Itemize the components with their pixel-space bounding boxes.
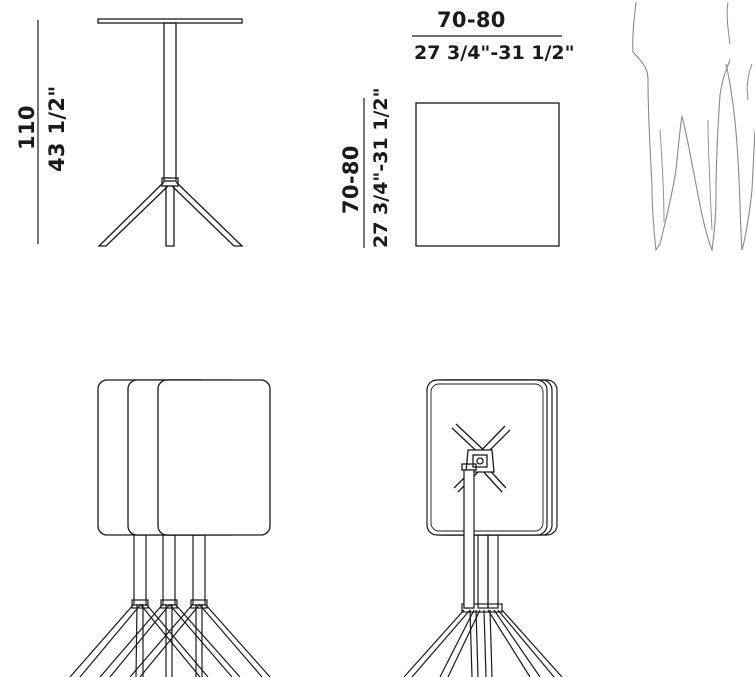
- front-folded-legs: [403, 603, 563, 677]
- folded-tables-front-view: [403, 379, 563, 677]
- front-top-inner-edge: [430, 383, 544, 532]
- front-main-column: [463, 469, 475, 609]
- table-top-plan-view: [415, 102, 560, 247]
- figure-outline-right: [725, 63, 755, 251]
- top-depth-dimension: 70-80 27 3/4"-31 1/2": [339, 87, 392, 248]
- folded-legs-side: [69, 599, 271, 677]
- height-cm-label: 110: [15, 105, 39, 150]
- top-depth-cm-label: 70-80: [339, 145, 363, 214]
- leg-right: [171, 181, 244, 247]
- figure-leg-crease: [659, 119, 713, 231]
- table-side-elevation: [97, 18, 244, 247]
- figure-outline-inner: [681, 59, 731, 253]
- leg-left: [97, 181, 169, 247]
- top-depth-in-label: 27 3/4"-31 1/2": [370, 87, 392, 248]
- table-column: [163, 22, 177, 182]
- folded-top-3: [157, 379, 271, 536]
- human-figure-sketch: [632, 1, 755, 253]
- folded-column-1: [133, 534, 147, 606]
- leg-hub: [161, 177, 179, 187]
- top-width-dimension: 70-80 27 3/4"-31 1/2": [412, 8, 575, 64]
- figure-hand-detail: [726, 1, 753, 101]
- folded-column-2: [162, 534, 176, 606]
- top-width-in-label: 27 3/4"-31 1/2": [414, 42, 575, 64]
- height-in-label: 43 1/2": [45, 86, 69, 172]
- folded-tables-side-view: [69, 379, 271, 677]
- height-dimension: 110 43 1/2": [15, 20, 69, 244]
- figure-outline-left: [632, 1, 683, 252]
- leg-center: [165, 186, 175, 247]
- folded-column-3: [192, 534, 206, 606]
- top-width-cm-label: 70-80: [437, 8, 506, 32]
